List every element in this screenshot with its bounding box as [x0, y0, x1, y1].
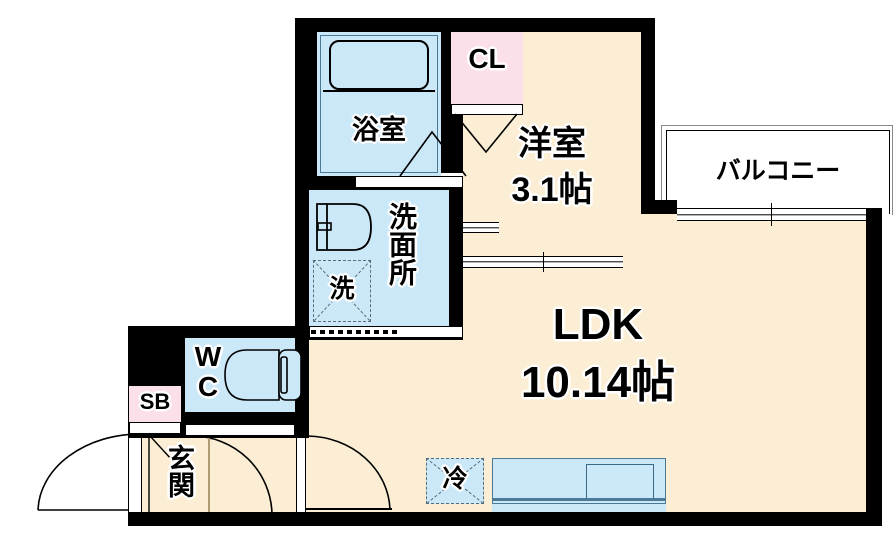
- wall-left-bath: [295, 18, 317, 190]
- entrance-label: 玄関: [164, 444, 194, 498]
- wall-ldk-right: [866, 208, 882, 526]
- bedroom-name-label: 洋室: [518, 125, 586, 163]
- washer-cross-icon: [312, 259, 372, 323]
- bath-door-folding[interactable]: [398, 130, 468, 178]
- vanity-sink-icon: [316, 203, 372, 251]
- wall-bedroom-right: [641, 18, 655, 214]
- shoebox-label: SB: [139, 389, 171, 414]
- closet-door-open-icon[interactable]: [453, 113, 519, 154]
- fridge-dashed-box: [426, 458, 484, 504]
- wall-bedroom-bottom-right: [641, 200, 677, 214]
- bath-unit-outline: [320, 35, 438, 173]
- wall-washroom-left: [295, 190, 309, 340]
- wc-label-line1: W: [194, 341, 222, 372]
- closet-label: CL: [468, 43, 506, 74]
- closet-area: [451, 32, 523, 104]
- wc-door-swing[interactable]: [190, 435, 274, 515]
- ldk-size-label: 10.14帖: [520, 358, 676, 407]
- kitchen-sink: [586, 464, 654, 500]
- balcony-window-tick: [771, 203, 773, 226]
- washroom-side-opening[interactable]: [463, 222, 499, 233]
- bath-door-threshold: [355, 176, 463, 188]
- entrance-door-swing[interactable]: [37, 433, 142, 512]
- entrance-floor: [142, 438, 208, 512]
- toilet-icon: [224, 349, 302, 401]
- fridge-cross-icon: [425, 457, 485, 505]
- wall-ldk-bottom: [128, 512, 882, 526]
- wall-ldk-upper-left: [449, 250, 463, 340]
- washroom-label: 洗面所: [386, 202, 417, 286]
- washroom-door-dotted: [311, 330, 397, 334]
- washroom-area: [309, 190, 449, 326]
- balcony-area: [666, 130, 890, 214]
- kitchen-counter-outline: [492, 458, 666, 504]
- closet-door-threshold: [451, 104, 523, 115]
- wc-label-line2: C: [197, 371, 219, 402]
- hallway-door-frame: [296, 438, 306, 512]
- bedroom-size-label: 3.1帖: [511, 171, 593, 209]
- bathtub-edge: [323, 90, 435, 92]
- wc-door-threshold: [185, 424, 295, 436]
- bath-label: 浴室: [352, 115, 406, 145]
- wall-top: [295, 18, 655, 32]
- balcony-outline: [666, 130, 890, 214]
- shoebox-threshold: [129, 422, 181, 434]
- hallway-door-bottom-line: [306, 508, 392, 510]
- entrance-step-line: [208, 438, 210, 512]
- balcony-label: バルコニー: [715, 157, 841, 185]
- ldk-name-label: LDK: [552, 300, 644, 349]
- washer-dashed-box: [313, 260, 371, 322]
- bathtub: [329, 40, 429, 90]
- hallway-door-swing[interactable]: [306, 435, 392, 512]
- fridge-label: 冷: [442, 465, 468, 493]
- entrance-hinge-line: [149, 435, 173, 461]
- shoebox-area: [129, 386, 181, 422]
- entry-door-frame: [128, 438, 142, 512]
- balcony-outer-edge: [661, 125, 893, 215]
- kitchen-counter-front-line: [492, 498, 666, 501]
- washer-label: 洗: [329, 275, 355, 303]
- bedroom-door-tick: [543, 252, 545, 272]
